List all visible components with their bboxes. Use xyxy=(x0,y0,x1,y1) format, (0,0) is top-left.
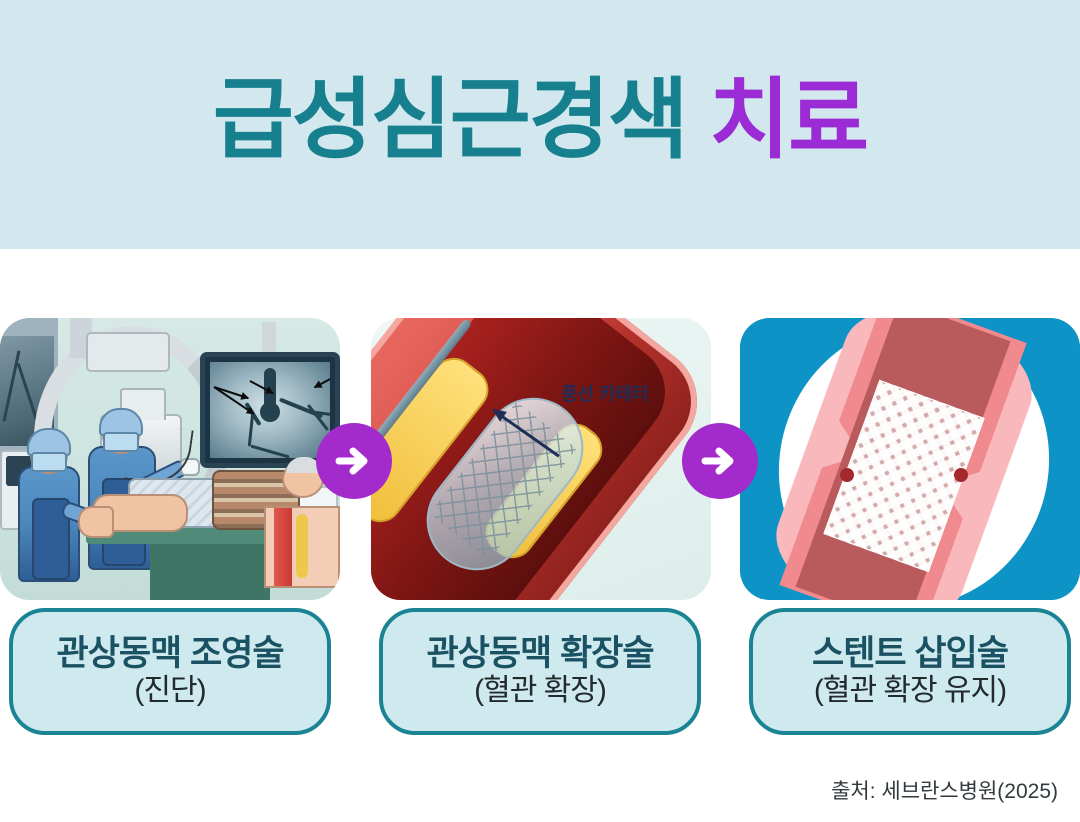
ceiling-light-housing xyxy=(86,332,170,372)
caption-balloon-angioplasty: 관상동맥 확장술 (혈관 확장) xyxy=(379,608,701,735)
caption-title: 관상동맥 확장술 xyxy=(426,634,654,674)
arrow-right-icon xyxy=(316,423,392,499)
caption-subtitle: (혈관 확장 유지) xyxy=(813,674,1007,708)
nurse-face-mask xyxy=(31,452,67,472)
caption-subtitle: (진단) xyxy=(134,674,206,708)
treatment-steps-row: 풍선 카테터 xyxy=(0,318,1080,600)
caption-subtitle: (혈관 확장) xyxy=(474,674,607,708)
angiogram-pointer-arrow xyxy=(314,376,330,389)
caption-title: 스텐트 삽입술 xyxy=(812,634,1009,674)
caption-title: 관상동맥 조영술 xyxy=(56,634,284,674)
vessel-inset-diagram xyxy=(264,506,340,588)
monitor-support-arm xyxy=(262,322,276,356)
physician-glove xyxy=(180,458,200,476)
angiography-monitor xyxy=(200,352,340,468)
page-title-accent: 치료 xyxy=(709,70,869,169)
angiogram-screen-image xyxy=(210,362,330,458)
angiogram-vessel xyxy=(260,402,280,422)
patient-feet xyxy=(78,506,114,538)
angiogram-vessel xyxy=(306,403,330,432)
procedure-table-base xyxy=(150,544,270,600)
source-attribution: 출처: 세브란스병원(2025) xyxy=(831,780,1058,803)
panel-balloon-angioplasty: 풍선 카테터 xyxy=(371,318,711,600)
panel-coronary-angiography xyxy=(0,318,340,600)
patient-hair xyxy=(286,457,322,473)
caption-stent-placement: 스텐트 삽입술 (혈관 확장 유지) xyxy=(749,608,1071,735)
panel-stent-placement xyxy=(740,318,1080,600)
arrow-right-icon xyxy=(682,423,758,499)
header-band: 급성심근경색 치료 xyxy=(0,0,1080,249)
caption-coronary-angiography: 관상동맥 조영술 (진단) xyxy=(9,608,331,735)
nurse-surgical-cap xyxy=(27,428,71,456)
nurse-gown xyxy=(18,466,80,582)
angiogram-vessel xyxy=(247,412,255,447)
page-title: 급성심근경색 치료 xyxy=(0,73,1080,166)
balloon-catheter-label: 풍선 카테터 xyxy=(561,384,649,404)
nurse-lead-apron xyxy=(32,498,70,580)
physician-face-mask xyxy=(103,432,139,452)
page-title-main: 급성심근경색 xyxy=(212,70,689,169)
angiogram-vessel xyxy=(250,444,290,458)
